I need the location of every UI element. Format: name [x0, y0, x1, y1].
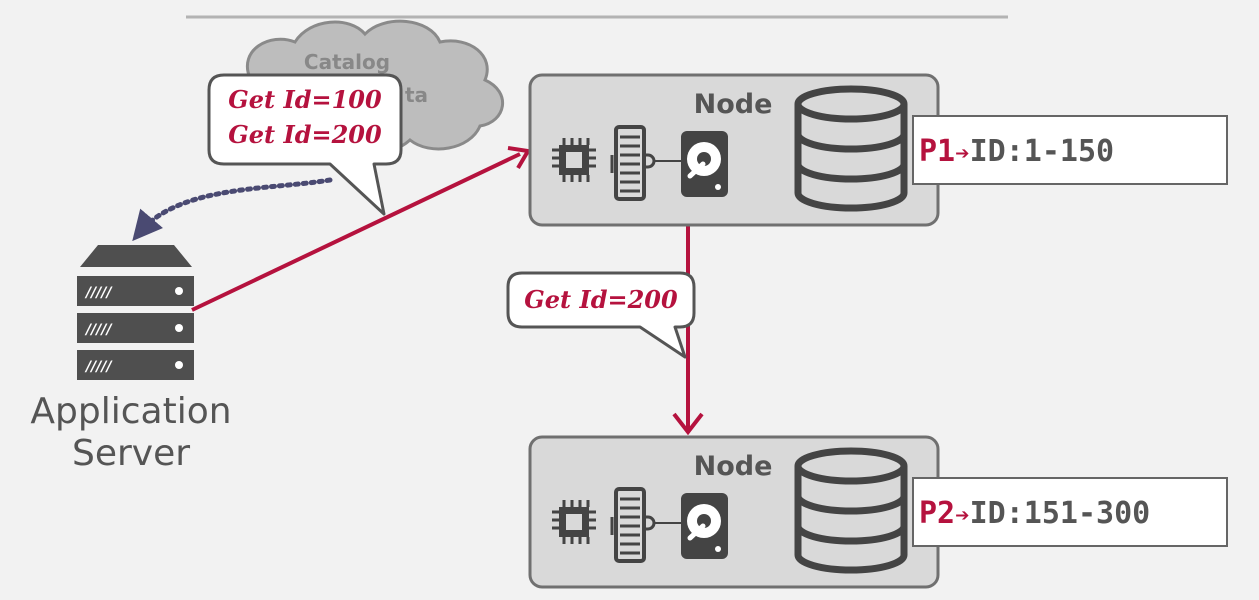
partition-id: P2	[919, 496, 955, 531]
query-line-1: Get Id=100	[228, 85, 382, 114]
memory-icon	[610, 487, 681, 563]
cloud-label-line2: ta	[405, 83, 428, 107]
cloud-label-line1: Catalog	[304, 50, 390, 74]
database-icon	[794, 447, 908, 574]
partition-label: P1➔ID:1-150	[912, 115, 1228, 185]
svg-text:P1➔ID:1-150: P1➔ID:1-150	[919, 134, 1114, 169]
partition-arrow: ➔	[955, 501, 969, 529]
svg-text://///: /////	[84, 359, 113, 375]
node-title: Node	[694, 89, 773, 120]
query-bubble: Get Id=100 Get Id=200	[207, 73, 403, 216]
svg-text:P2➔ID:151-300: P2➔ID:151-300	[919, 496, 1150, 531]
hard-disk-icon	[681, 131, 728, 197]
node-1: Node P1➔I	[528, 73, 1228, 227]
app-server-label-line1: Application	[30, 391, 231, 432]
partition-id: P1	[919, 134, 955, 169]
partition-label: P2➔ID:151-300	[912, 477, 1228, 547]
cpu-icon	[552, 138, 596, 182]
database-icon	[794, 85, 908, 212]
app-server-label-line2: Server	[72, 433, 190, 474]
server-rack-icon: ///// ///// /////	[77, 245, 194, 380]
application-server: ///// ///// ///// Application Server	[30, 245, 232, 474]
request-arrow	[191, 146, 532, 312]
hard-disk-icon	[681, 493, 728, 559]
catalog-lookup-arrow	[132, 177, 333, 242]
forward-query-text: Get Id=200	[524, 285, 678, 314]
svg-text://///: /////	[84, 322, 113, 338]
query-line-2: Get Id=200	[228, 120, 382, 149]
partition-range: ID:1-150	[970, 134, 1115, 169]
forward-arrow	[672, 226, 704, 436]
cpu-icon	[552, 500, 596, 544]
svg-text://///: /////	[84, 285, 113, 301]
node-title: Node	[694, 451, 773, 482]
node-2: Node P2➔I	[528, 435, 1228, 589]
forward-bubble: Get Id=200	[506, 271, 696, 359]
memory-icon	[610, 125, 681, 201]
partition-arrow: ➔	[955, 139, 969, 167]
partition-range: ID:151-300	[970, 496, 1151, 531]
